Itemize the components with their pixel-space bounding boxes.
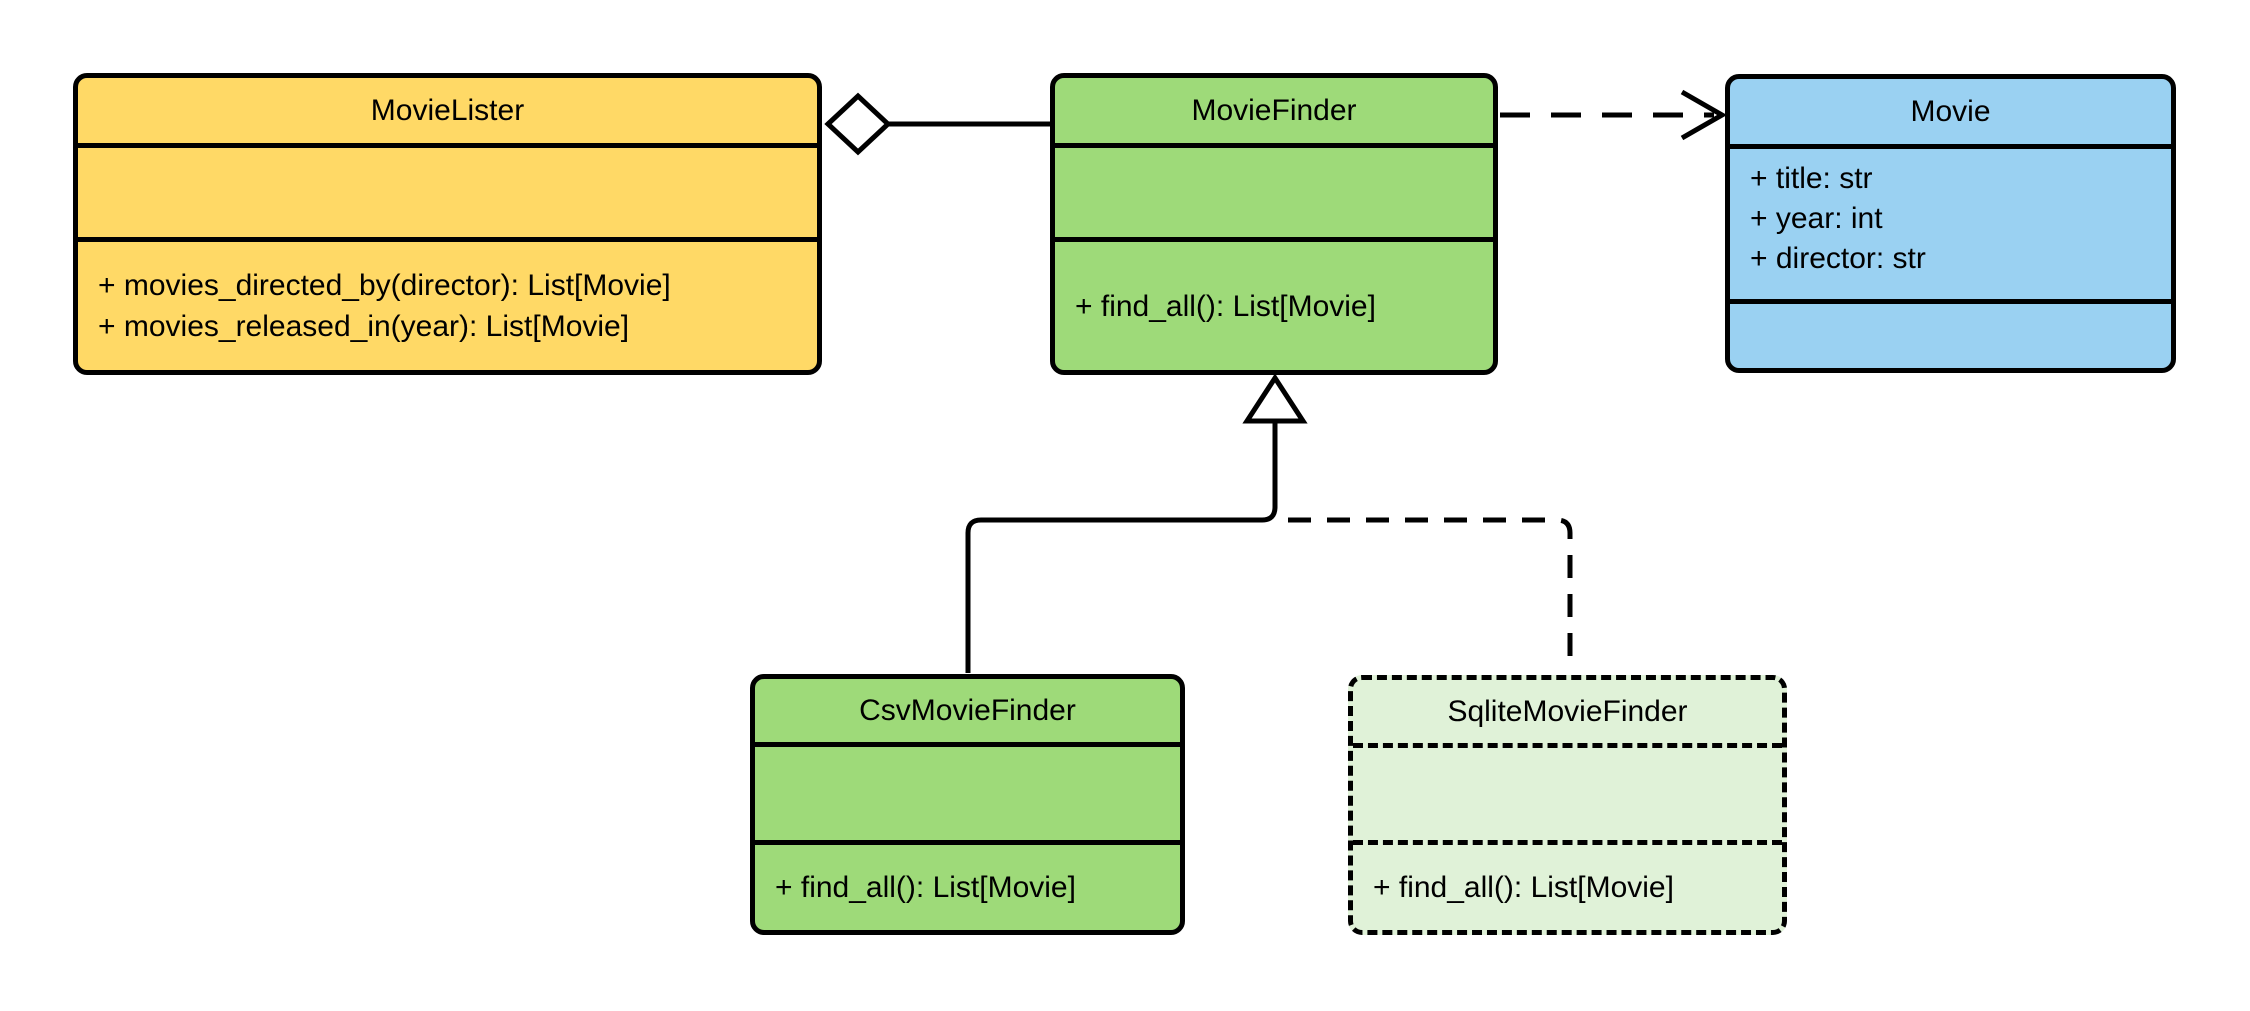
class-title-movielister: MovieLister <box>370 93 525 127</box>
class-title-csvmoviefinder: CsvMovieFinder <box>859 693 1076 727</box>
methods-compartment-moviefinder: + find_all(): List[Movie] <box>1055 237 1493 370</box>
inheritance-line-solid <box>965 421 1278 673</box>
attribute-label: + title: str <box>1750 162 1873 195</box>
methods-compartment-movie <box>1730 299 2171 368</box>
inheritance-line-dashed <box>1288 517 1573 672</box>
class-box-moviefinder: MovieFinder + find_all(): List[Movie] <box>1050 73 1498 375</box>
method-label: + find_all(): List[Movie] <box>1373 871 1674 904</box>
attributes-compartment-csvmoviefinder <box>755 742 1180 840</box>
method-label: + movies_released_in(year): List[Movie] <box>98 310 630 343</box>
attribute-label: + year: int <box>1750 202 1883 235</box>
attributes-compartment-moviefinder <box>1055 143 1493 237</box>
class-box-movielister: MovieLister + movies_directed_by(directo… <box>73 73 822 375</box>
dependency-arrowhead <box>1680 89 1728 141</box>
method-label: + movies_directed_by(director): List[Mov… <box>98 269 671 302</box>
method-label: + find_all(): List[Movie] <box>1075 289 1376 323</box>
class-title-moviefinder: MovieFinder <box>1191 93 1357 127</box>
methods-compartment-movielister: + movies_directed_by(director): List[Mov… <box>78 237 817 370</box>
attribute-label: + director: str <box>1750 242 1926 275</box>
attributes-compartment-movielister <box>78 143 817 237</box>
class-box-sqlitemoviefinder: SqliteMovieFinder + find_all(): List[Mov… <box>1348 675 1787 935</box>
class-box-movie: Movie + title: str + year: int + directo… <box>1725 74 2176 373</box>
class-title-movie: Movie <box>1910 94 1991 128</box>
attributes-compartment-movie: + title: str + year: int + director: str <box>1730 144 2171 299</box>
aggregation-diamond <box>824 92 892 156</box>
methods-compartment-csvmoviefinder: + find_all(): List[Movie] <box>755 840 1180 930</box>
class-box-csvmoviefinder: CsvMovieFinder + find_all(): List[Movie] <box>750 674 1185 935</box>
attributes-compartment-sqlitemoviefinder <box>1353 743 1782 840</box>
method-label: + find_all(): List[Movie] <box>775 871 1076 904</box>
methods-compartment-sqlitemoviefinder: + find_all(): List[Movie] <box>1353 840 1782 930</box>
inheritance-triangle <box>1242 373 1308 424</box>
class-title-sqlitemoviefinder: SqliteMovieFinder <box>1447 694 1688 728</box>
